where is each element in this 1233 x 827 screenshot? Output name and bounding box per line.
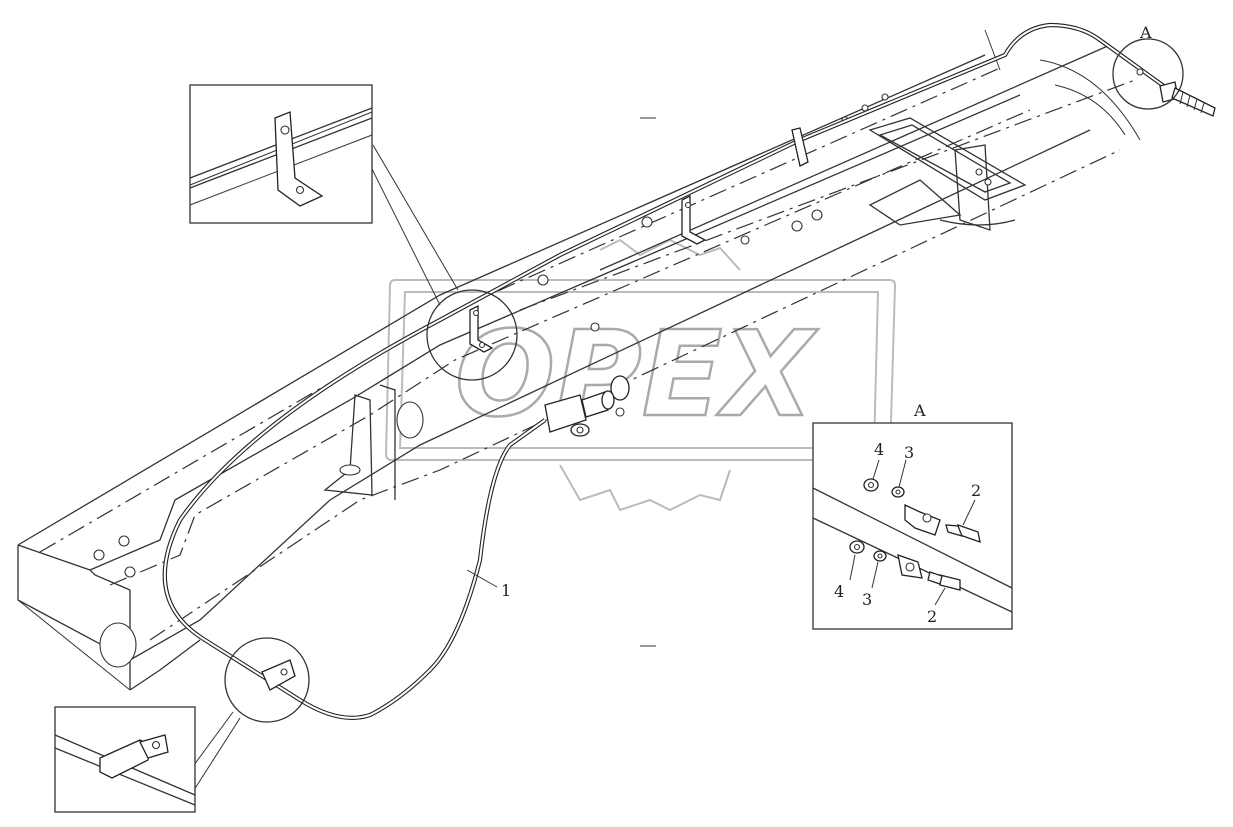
callout-bolt-upper: 2 <box>971 481 981 500</box>
detail-circles: A <box>193 23 1184 791</box>
detail-box-upper-clamp <box>189 84 373 224</box>
callout-bolt-lower: 2 <box>927 607 937 626</box>
callout-nut-lower: 4 <box>834 582 844 601</box>
callout-washer-upper: 3 <box>904 443 914 462</box>
callout-washer-lower: 3 <box>862 590 872 609</box>
watermark-text: OPEX <box>455 305 818 443</box>
view-a-marker: A <box>1139 23 1152 42</box>
view-a-title: A <box>913 401 926 420</box>
callout-nut-upper: 4 <box>874 440 884 459</box>
opex-watermark: OPEX <box>384 238 897 512</box>
parking-brake-cable <box>162 22 1216 720</box>
detail-box-lower-clamp <box>54 706 196 813</box>
cable-clamps <box>261 127 809 691</box>
callout-cable: 1 <box>501 581 511 600</box>
detail-view-a: A 4 3 2 4 3 2 <box>812 401 1013 630</box>
cable-callout: 1 <box>466 569 511 600</box>
